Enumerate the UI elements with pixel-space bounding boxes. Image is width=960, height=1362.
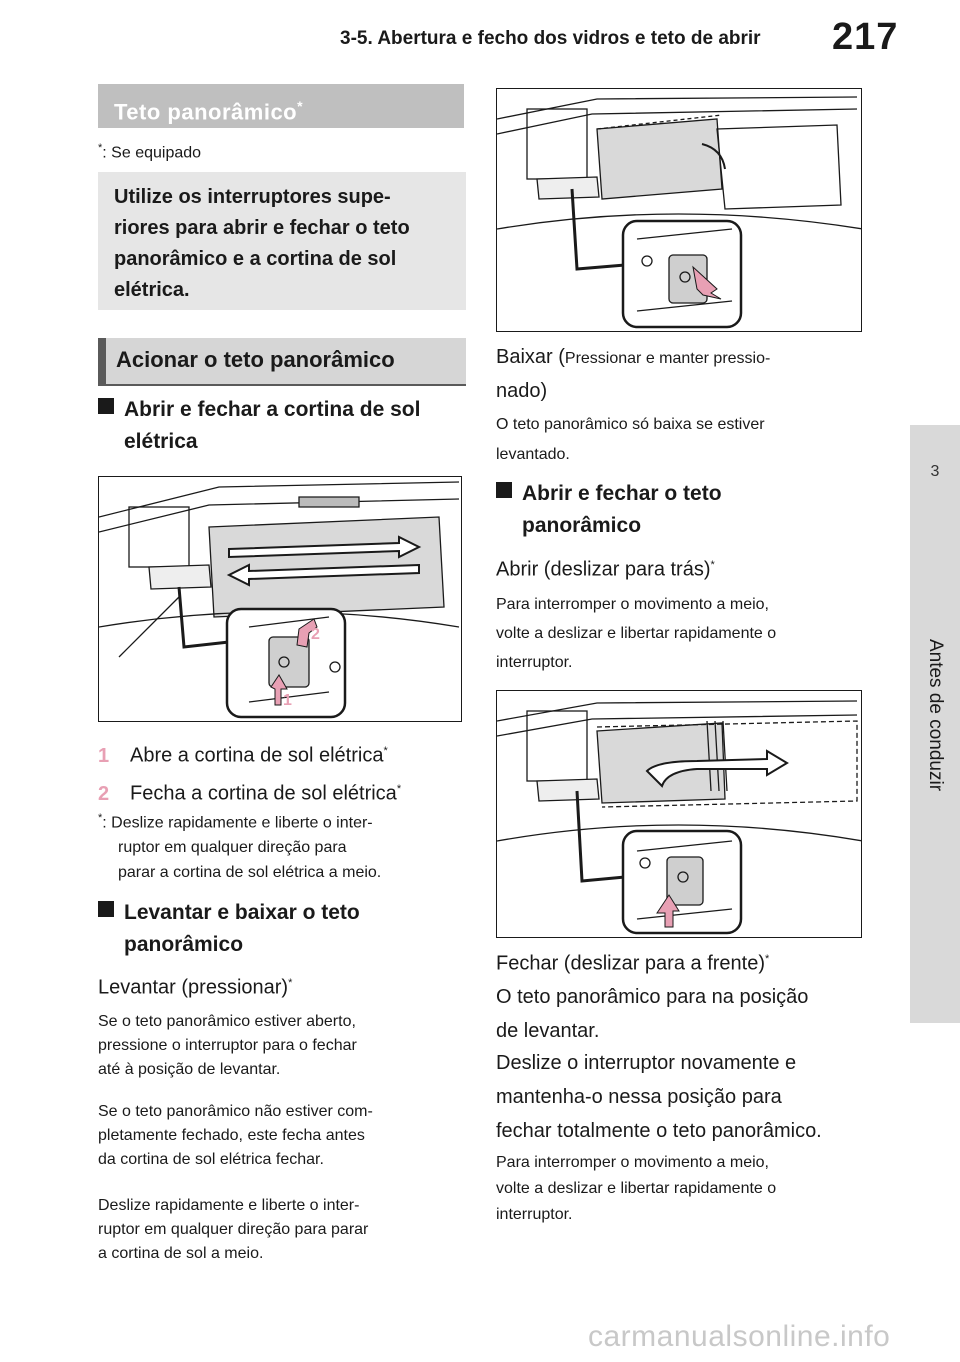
paragraph-line: O teto panorâmico para na posição (496, 986, 809, 1008)
raise-label: Levantar (pressionar)* (98, 966, 292, 1005)
paragraph: Deslize o interruptor novamente e manten… (496, 1046, 866, 1148)
chapter-number: 3 (930, 463, 940, 480)
paragraph-line: mantenha-o nessa posição para (496, 1086, 782, 1108)
subheading-line: elétrica (124, 430, 198, 453)
footnote-mark: * (383, 745, 388, 757)
square-bullet-icon (98, 901, 114, 917)
footnote-mark: * (396, 783, 402, 795)
footnote-note: *: Deslize rapidamente e liberte o inter… (98, 806, 468, 885)
close-label: Fechar (deslizar para a frente)* (496, 942, 769, 981)
paragraph-line: fechar totalmente o teto panorâmico. (496, 1120, 822, 1142)
paragraph-line: Para interromper o movimento a meio, (496, 1154, 769, 1171)
paragraph-line: pressione o interruptor para o fechar (98, 1037, 357, 1054)
paragraph-line: levantado. (496, 446, 570, 463)
footnote-mark: * (297, 98, 304, 114)
close-label-text: Fechar (deslizar para a frente) (496, 952, 766, 975)
paragraph: Deslize rapidamente e liberte o inter- r… (98, 1194, 468, 1266)
open-label: Abrir (deslizar para trás)* (496, 548, 715, 587)
slide-illustration (497, 700, 861, 935)
figure-label-2: 2 (311, 626, 320, 643)
paragraph-line: até à posição de levantar. (98, 1061, 281, 1078)
footnote-mark: * (710, 559, 715, 571)
summary-line: riores para abrir e fechar o teto (114, 217, 410, 239)
subheading-line: panorâmico (522, 514, 642, 537)
subheading-sunshade: Abrir e fechar a cortina de sol elétrica (98, 394, 468, 458)
square-bullet-icon (496, 482, 512, 498)
lower-note-end: nado) (496, 380, 548, 402)
paragraph: Se o teto panorâmico estiver aberto, pre… (98, 1010, 468, 1082)
open-label-text: Abrir (deslizar para trás) (496, 558, 711, 581)
summary-box: Utilize os interruptores supe- riores pa… (98, 172, 466, 310)
paragraph-line: interruptor. (496, 654, 573, 671)
page-number: 217 (832, 16, 899, 58)
paragraph-line: Para interromper o movimento a meio, (496, 596, 769, 613)
footnote-equipped: *: Se equipado (98, 142, 201, 162)
note-line: : Deslize rapidamente e liberte o inter- (102, 814, 373, 832)
paragraph-line: ruptor em qualquer direção para parar (98, 1221, 369, 1238)
tilt-figure (496, 88, 862, 332)
paragraph-line: pletamente fechado, este fecha antes (98, 1127, 365, 1144)
lower-label: Baixar (Pressionar e manter pressio- nad… (496, 340, 866, 408)
chapter-side-tab: 3 Antes de conduzir (910, 425, 960, 1023)
lower-label-text: Baixar ( (496, 346, 565, 368)
item-text: Abre a cortina de sol elétrica (130, 744, 384, 767)
note-line: parar a cortina de sol elétrica a meio. (118, 864, 382, 882)
item-number: 1 (98, 744, 110, 767)
subheading-line: panorâmico (124, 933, 244, 956)
footnote-mark: * (98, 812, 103, 824)
footnote-mark: * (765, 953, 770, 965)
paragraph-line: volte a deslizar e libertar rapidamente … (496, 625, 777, 642)
watermark: carmanualsonline.info (588, 1320, 891, 1353)
slide-figure (496, 690, 862, 938)
subheading-line: Abrir e fechar o teto (522, 482, 722, 505)
paragraph: Para interromper o movimento a meio, vol… (496, 590, 866, 677)
subheading-open-close: Abrir e fechar o teto panorâmico (496, 478, 866, 542)
subheading-raise-lower: Levantar e baixar o teto panorâmico (98, 897, 468, 961)
list-item: 2 Fecha a cortina de sol elétrica* (98, 772, 468, 811)
running-header-title: 3-5. Abertura e fecho dos vidros e teto … (340, 28, 761, 49)
paragraph: Para interromper o movimento a meio, vol… (496, 1150, 866, 1228)
paragraph-line: Se o teto panorâmico não estiver com- (98, 1103, 373, 1120)
paragraph-line: Deslize o interruptor novamente e (496, 1052, 797, 1074)
note-line: ruptor em qualquer direção para (118, 839, 347, 857)
square-bullet-icon (98, 398, 114, 414)
figure-label-1: 1 (283, 692, 292, 709)
chapter-label: Antes de conduzir (925, 638, 946, 792)
summary-line: elétrica. (114, 279, 190, 301)
lower-note: Pressionar e manter pressio- (564, 350, 771, 367)
subsection-header-operate: Acionar o teto panorâmico (98, 338, 466, 386)
item-text: Fecha a cortina de sol elétrica (130, 782, 397, 805)
summary-line: panorâmico e a cortina de sol (114, 248, 397, 270)
section-title: Teto panorâmico (114, 99, 298, 125)
raise-label-text: Levantar (pressionar) (98, 976, 289, 999)
item-number: 2 (98, 782, 110, 805)
tilt-illustration (497, 96, 861, 329)
paragraph: Se o teto panorâmico não estiver com- pl… (98, 1100, 468, 1172)
paragraph-line: a cortina de sol a meio. (98, 1245, 264, 1262)
paragraph: O teto panorâmico para na posição de lev… (496, 980, 866, 1048)
paragraph: O teto panorâmico só baixa se estiver le… (496, 410, 866, 470)
footnote-mark: * (98, 142, 103, 154)
section-header-panoramic-roof: Teto panorâmico* (98, 84, 464, 128)
paragraph-line: da cortina de sol elétrica fechar. (98, 1151, 324, 1168)
subheading-line: Abrir e fechar a cortina de sol (124, 398, 421, 421)
list-item: 1 Abre a cortina de sol elétrica* (98, 734, 468, 773)
paragraph-line: interruptor. (496, 1206, 573, 1223)
footnote-text: : Se equipado (102, 144, 202, 162)
subheading-line: Levantar e baixar o teto (124, 901, 360, 924)
paragraph-line: O teto panorâmico só baixa se estiver (496, 416, 765, 433)
paragraph-line: de levantar. (496, 1020, 600, 1042)
footnote-mark: * (288, 977, 293, 989)
paragraph-line: Se o teto panorâmico estiver aberto, (98, 1013, 356, 1030)
sunshade-illustration: 2 1 (99, 481, 460, 719)
paragraph-line: volte a deslizar e libertar rapidamente … (496, 1180, 777, 1197)
summary-line: Utilize os interruptores supe- (114, 186, 391, 208)
paragraph-line: Deslize rapidamente e liberte o inter- (98, 1197, 360, 1214)
sunshade-figure: 2 1 (98, 476, 462, 722)
